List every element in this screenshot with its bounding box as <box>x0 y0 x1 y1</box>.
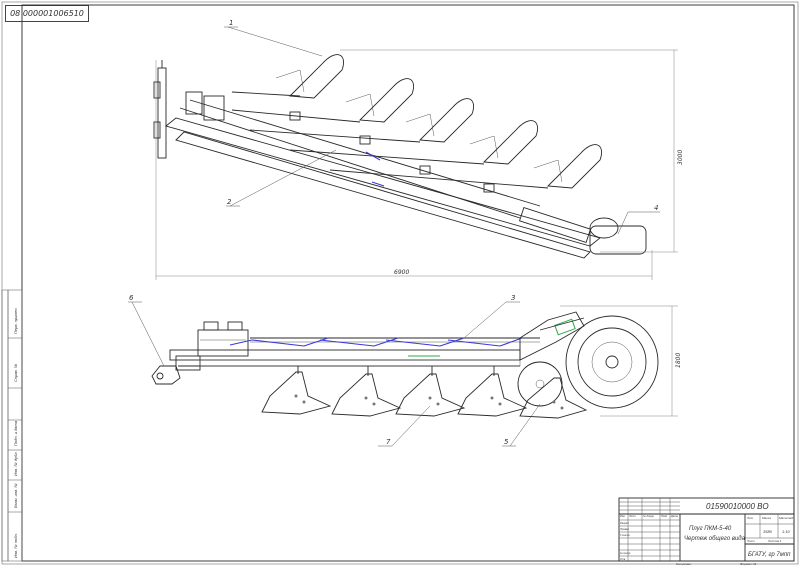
drawing-name-line1: Плуг ПКМ-5-40 <box>689 526 732 532</box>
header-doc-no: № докум <box>643 514 654 518</box>
header-scale: Масштаб <box>779 516 793 520</box>
plan-view: 6900 3000 1 2 4 <box>153 19 684 280</box>
header-list: Лист <box>628 514 637 518</box>
role-utv: Утв <box>620 557 626 561</box>
callout-5: 5 <box>504 438 509 446</box>
header-izm: Изм <box>620 514 625 518</box>
drawing-name-line2: Чертеж общего вида <box>684 536 746 542</box>
callout-4: 4 <box>654 204 658 212</box>
side-strip-label-3: Подп. и дата <box>13 420 18 446</box>
format-label: Формат А1 <box>740 562 757 566</box>
callout-7: 7 <box>386 438 391 446</box>
callout-2: 2 <box>227 198 232 206</box>
copied-label: Копировал <box>676 562 691 566</box>
role-razrab: Разраб <box>620 521 629 525</box>
role-tkontr: Т.контр <box>620 533 630 537</box>
rear-wheel <box>565 315 659 409</box>
role-prov: Провер <box>620 527 630 531</box>
dimension-height-top: 3000 <box>677 150 684 165</box>
header-mass: Масса <box>762 516 771 520</box>
dimension-length: 6900 <box>394 269 409 276</box>
header-lit: Лит <box>746 516 754 520</box>
header-sheet: Лист <box>746 539 755 543</box>
stamp-code: 08 000001006510 <box>5 5 89 22</box>
title-block: 01590010000 ВО Плуг ПКМ-5-40 Чертеж обще… <box>618 497 795 566</box>
scale-value: 1:10 <box>782 529 791 534</box>
inner-frame <box>21 4 795 562</box>
header-date: Дата <box>670 514 678 518</box>
coulter-disk <box>517 361 563 407</box>
mass-value: 3580 <box>763 529 773 534</box>
side-strip-label-6: Инв. № подл. <box>13 533 18 558</box>
dimension-height-side: 1800 <box>675 353 682 368</box>
organization: БГАТУ, гр 7мпп <box>748 552 791 558</box>
side-strip-label-2: Справ. № <box>13 363 18 382</box>
header-sign: Подп <box>661 514 668 518</box>
role-nkontr: Н.контр <box>620 551 631 555</box>
side-strip: Перв. примен. Справ. № Подп. и дата Инв.… <box>1 289 23 562</box>
side-strip-label-4: Инв. № дубл. <box>13 451 18 476</box>
header-sheets: Листов 1 <box>767 539 782 543</box>
callout-6: 6 <box>129 294 134 302</box>
callout-3: 3 <box>511 294 515 302</box>
side-strip-label-5: Взам. инв. № <box>13 483 18 508</box>
side-strip-label-1: Перв. примен. <box>13 307 18 334</box>
drawing-designation: 01590010000 ВО <box>706 502 769 511</box>
side-view: 1800 6 3 7 5 <box>128 294 682 447</box>
callout-1: 1 <box>229 19 233 27</box>
